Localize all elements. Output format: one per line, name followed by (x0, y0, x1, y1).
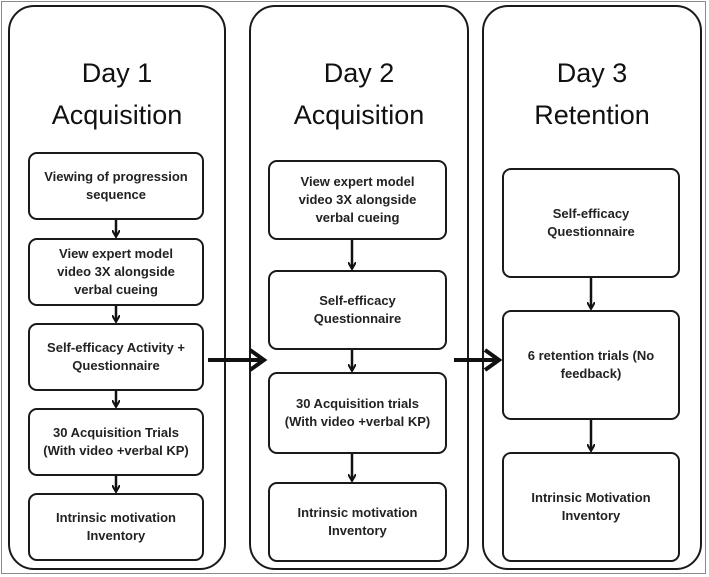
day2-title: Day 2 (323, 58, 395, 88)
day1-step-4: 30 Acquisition Trials (With video +verba… (28, 408, 204, 476)
day2-step-1: View expert model video 3X alongside ver… (268, 160, 447, 240)
day1-title: Day 1 (81, 58, 153, 88)
day3-phase: Retention (534, 100, 650, 130)
day3-step-3: Intrinsic Motivation Inventory (502, 452, 680, 562)
day1-step-1: Viewing of progression sequence (28, 152, 204, 220)
day2-phase: Acquisition (293, 100, 425, 130)
day3-title: Day 3 (556, 58, 628, 88)
day2-step-4: Intrinsic motivation Inventory (268, 482, 447, 562)
day2-step-2: Self-efficacy Questionnaire (268, 270, 447, 350)
day2-step-3: 30 Acquisition trials (With video +verba… (268, 372, 447, 454)
day3-step-2: 6 retention trials (No feedback) (502, 310, 680, 420)
day1-step-5: Intrinsic motivation Inventory (28, 493, 204, 561)
day1-step-3: Self-efficacy Activity + Questionnaire (28, 323, 204, 391)
day3-step-1: Self-efficacy Questionnaire (502, 168, 680, 278)
day1-phase: Acquisition (51, 100, 183, 130)
day1-step-2: View expert model video 3X alongside ver… (28, 238, 204, 306)
